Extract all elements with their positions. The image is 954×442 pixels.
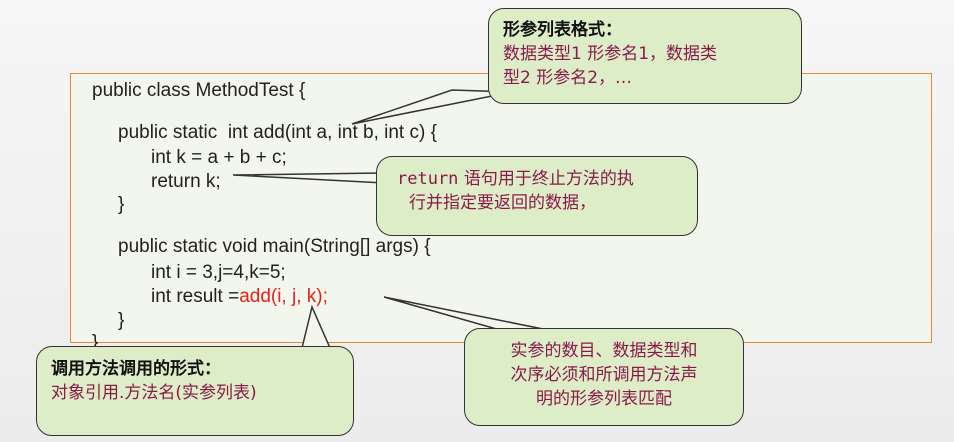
code-line-return: return k; — [151, 171, 221, 192]
code-line-main-decl: public static void main(String[] args) { — [118, 236, 431, 257]
callout-return: return 语句用于终止方法的执 行并指定要返回的数据， — [376, 156, 698, 236]
callout-return-line2: 行并指定要返回的数据， — [409, 193, 596, 213]
pointer-args — [383, 296, 549, 331]
code-line-add-body: int k = a + b + c; — [151, 147, 287, 168]
callout-params-format: 形参列表格式： 数据类型1 形参名1，数据类 型2 形参名2，… — [488, 8, 802, 104]
callout-return-text1: 语句用于终止方法的执 — [458, 169, 634, 189]
code-call-expression: add(i, j, k); — [239, 286, 328, 307]
code-call-prefix: int result = — [151, 286, 240, 307]
callout-invoke-title: 调用方法调用的形式： — [51, 359, 221, 379]
code-line-class-close: } — [92, 332, 99, 353]
code-line-add-decl: public static int add(int a, int b, int … — [118, 122, 437, 143]
callout-return-line1: return 语句用于终止方法的执 — [397, 167, 697, 191]
code-line-main-call: int result =add(i, j, k); — [151, 286, 328, 308]
pointer-return — [232, 172, 386, 184]
pointer-params — [351, 89, 513, 125]
code-line-main-vars: int i = 3,j=4,k=5; — [151, 262, 286, 283]
callout-params-line1: 数据类型1 形参名1，数据类 — [503, 44, 718, 64]
code-line-class-decl: public class MethodTest { — [92, 80, 306, 101]
callout-params-line2: 型2 形参名2，… — [503, 68, 633, 88]
code-line-add-close: } — [118, 194, 125, 215]
callout-args-line1: 实参的数目、数据类型和 — [510, 341, 698, 361]
callout-args-line2: 次序必须和所调用方法声 — [510, 365, 698, 385]
callout-params-title: 形参列表格式： — [503, 20, 622, 40]
callout-invoke-body: 对象引用.方法名(实参列表) — [51, 383, 257, 403]
callout-return-keyword: return — [397, 169, 459, 189]
callout-args-match: 实参的数目、数据类型和 次序必须和所调用方法声 明的形参列表匹配 — [464, 328, 744, 426]
pointer-invoke — [301, 304, 332, 349]
callout-invoke-form: 调用方法调用的形式： 对象引用.方法名(实参列表) — [36, 346, 354, 436]
code-line-main-close: } — [118, 310, 125, 331]
callout-args-line3: 明的形参列表匹配 — [536, 389, 672, 409]
